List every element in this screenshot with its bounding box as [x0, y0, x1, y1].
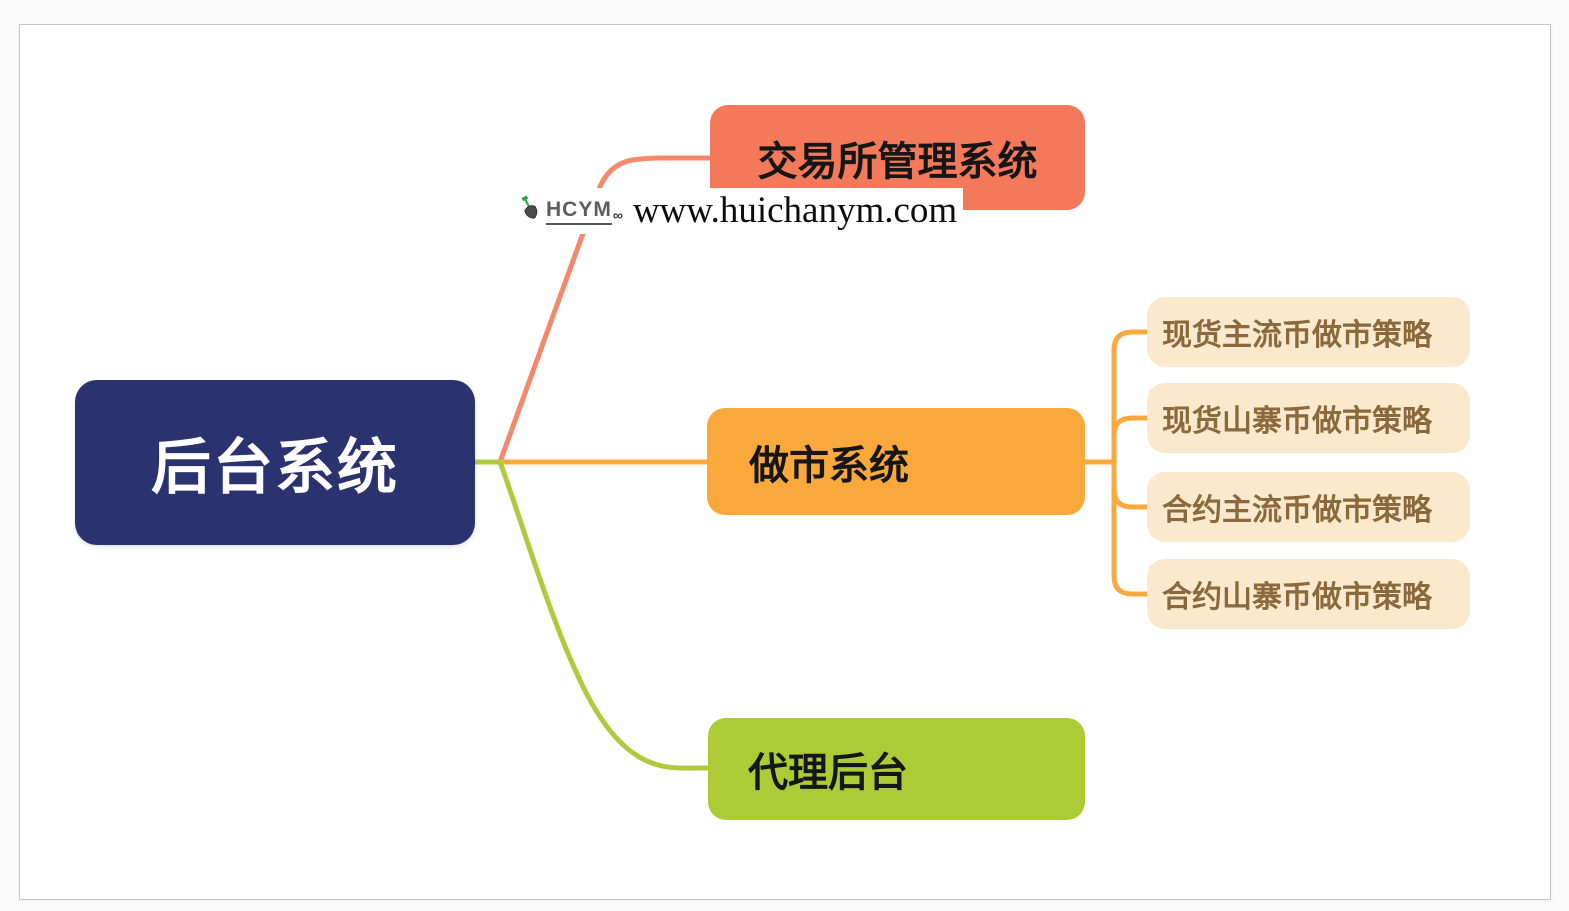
node-contract-mainstream-strategy-label: 合约主流币做市策略 [1162, 494, 1432, 527]
node-agent-backend-label: 代理后台 [748, 751, 908, 795]
node-spot-mainstream-strategy[interactable]: 现货主流币做市策略 [1147, 297, 1470, 367]
watermark-url: www.huichanym.com [632, 190, 958, 231]
node-backend-system-label: 后台系统 [151, 434, 399, 501]
watermark-logo-text: HCYM [546, 198, 612, 225]
node-spot-altcoin-strategy[interactable]: 现货山寨币做市策略 [1147, 383, 1470, 453]
node-contract-altcoin-strategy[interactable]: 合约山寨币做市策略 [1147, 559, 1470, 629]
node-market-making-system-label: 做市系统 [749, 443, 909, 488]
node-agent-backend[interactable]: 代理后台 [708, 718, 1085, 820]
shovel-icon [521, 195, 538, 219]
node-spot-altcoin-strategy-label: 现货山寨币做市策略 [1162, 405, 1432, 438]
node-market-making-system[interactable]: 做市系统 [707, 408, 1085, 515]
node-exchange-management-system[interactable]: 交易所管理系统 [710, 105, 1085, 210]
node-contract-altcoin-strategy-label: 合约山寨币做市策略 [1162, 581, 1432, 614]
node-exchange-management-system-label: 交易所管理系统 [757, 139, 1038, 184]
node-contract-mainstream-strategy[interactable]: 合约主流币做市策略 [1147, 472, 1470, 542]
watermark: HCYM ∞ www.huichanym.com [516, 188, 964, 234]
node-backend-system[interactable]: 后台系统 [75, 380, 475, 545]
node-spot-mainstream-strategy-label: 现货主流币做市策略 [1162, 319, 1432, 352]
watermark-logo-suffix: ∞ [612, 207, 623, 223]
